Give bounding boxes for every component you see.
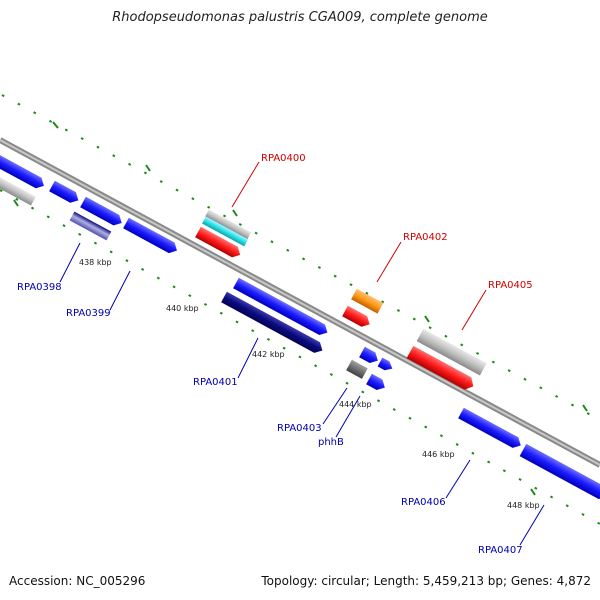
feature-gene-phhb[interactable]	[366, 373, 388, 393]
genome-backbone	[0, 137, 600, 468]
feature-gene-rpa0403-a[interactable]	[359, 346, 381, 366]
gene-label-rpa0398[interactable]: RPA0398	[17, 282, 62, 293]
feature-gene-rpa0407[interactable]	[519, 443, 600, 502]
feature-rpa0400-grey[interactable]	[205, 209, 252, 240]
major-ticks	[13, 121, 588, 496]
feature-gene-rpa0406[interactable]	[458, 407, 523, 451]
feature-gene-rpa0401[interactable]	[233, 277, 330, 338]
gene-label-rpa0402[interactable]: RPA0402	[403, 232, 448, 243]
feature-rpa0405-red[interactable]	[406, 345, 477, 393]
map-title: Rhodopseudomonas palustris CGA009, compl…	[112, 10, 488, 25]
scale-label-440kbp: 440 kbp	[166, 304, 199, 313]
gene-label-rpa0399[interactable]: RPA0399	[66, 308, 111, 319]
accession-text: Accession: NC_005296	[9, 574, 146, 588]
scale-label-448kbp: 448 kbp	[507, 501, 540, 510]
gene-label-rpa0406[interactable]: RPA0406	[401, 497, 446, 508]
scale-label-444kbp: 444 kbp	[339, 400, 372, 409]
tick-row-inner	[0, 189, 600, 525]
feature-rpa0402-red[interactable]	[342, 305, 372, 330]
feature-rpa0405-grey[interactable]	[416, 328, 487, 376]
feature-rpa0400-red[interactable]	[195, 226, 243, 260]
scale-label-438kbp: 438 kbp	[79, 258, 112, 267]
feature-rpa0402-orange[interactable]	[351, 288, 384, 314]
feature-gene-rpa0398[interactable]	[80, 196, 124, 229]
gene-label-rpa0403[interactable]: RPA0403	[277, 423, 322, 434]
feature-gene-rpa0398-strip[interactable]	[69, 211, 112, 241]
scale-label-442kbp: 442 kbp	[252, 350, 285, 359]
gene-label-rpa0401[interactable]: RPA0401	[193, 377, 238, 388]
feature-gene-small-1[interactable]	[49, 180, 81, 206]
feature-pseudo-left[interactable]	[0, 173, 36, 206]
genome-summary-text: Topology: circular; Length: 5,459,213 bp…	[261, 574, 591, 588]
gene-label-rpa0405[interactable]: RPA0405	[488, 280, 533, 291]
feature-gene-left[interactable]	[0, 152, 47, 191]
feature-rpa0400-cyan[interactable]	[202, 216, 249, 247]
gene-label-rpa0407[interactable]: RPA0407	[478, 545, 523, 556]
feature-gene-rpa0399[interactable]	[123, 217, 180, 256]
gene-label-rpa0400[interactable]: RPA0400	[261, 153, 306, 164]
feature-gene-rpa0403-b[interactable]	[377, 357, 395, 373]
feature-gene-rpa0401-rev[interactable]	[221, 291, 325, 356]
gene-label-phhb[interactable]: phhB	[318, 437, 344, 448]
label-leaders	[59, 161, 545, 546]
feature-gene-grey-small[interactable]	[346, 359, 368, 379]
scale-label-446kbp: 446 kbp	[422, 450, 455, 459]
